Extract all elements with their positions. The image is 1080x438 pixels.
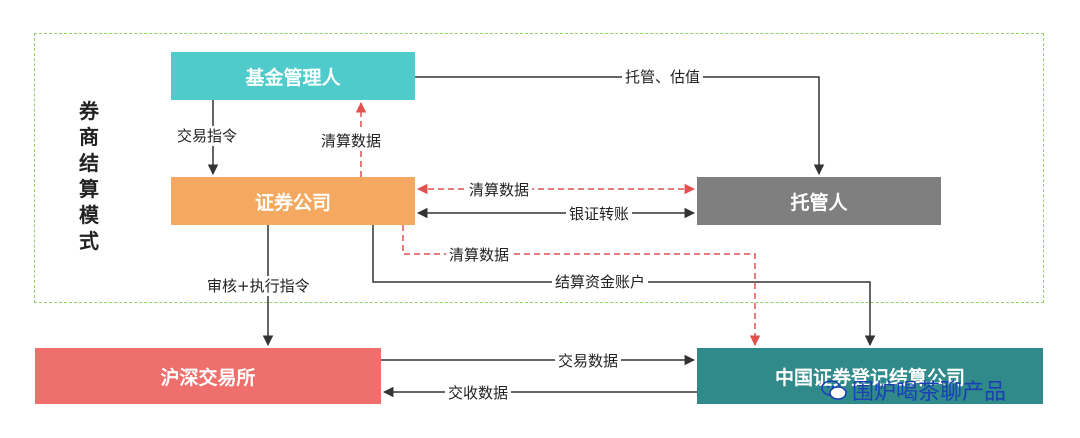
- broker-settlement-mode-frame: [34, 33, 1044, 303]
- label-settlement-account: 结算资金账户: [552, 272, 649, 292]
- label-delivery-data: 交收数据: [445, 383, 512, 403]
- edge-custody-valuation: [415, 76, 825, 176]
- wechat-icon: [821, 380, 847, 400]
- frame-label-char: 算: [79, 177, 99, 201]
- label-trade-data: 交易数据: [555, 351, 622, 371]
- edge-clearing-data-to-csdc: [402, 225, 761, 347]
- label-clearing-data-up: 清算数据: [318, 131, 385, 151]
- fund-manager-node: 基金管理人: [171, 52, 415, 100]
- label-bank-securities-transfer: 银证转账: [566, 204, 633, 224]
- frame-label-char: 模: [79, 203, 99, 227]
- csdc-node: 中国证券登记结算公司: [697, 348, 1043, 404]
- watermark-text: 围炉喝茶聊产品: [852, 380, 1007, 405]
- exchange-node: 沪深交易所: [35, 348, 381, 404]
- label-custody-valuation: 托管、估值: [622, 67, 704, 87]
- frame-label: 券 商 结 算 模 式: [74, 98, 104, 254]
- watermark: 围炉喝茶聊产品: [820, 374, 1006, 406]
- label-clearing-data-broker-custodian: 清算数据: [466, 180, 533, 200]
- frame-label-char: 商: [79, 125, 99, 149]
- broker-node: 证券公司: [171, 177, 415, 225]
- label-trade-order: 交易指令: [174, 126, 241, 146]
- frame-label-char: 结: [79, 151, 99, 175]
- label-clearing-data-to-csdc: 清算数据: [446, 245, 513, 265]
- frame-label-char: 券: [79, 99, 99, 123]
- custodian-node: 托管人: [697, 177, 941, 225]
- label-audit-execute: 审核+执行指令: [204, 276, 313, 296]
- frame-label-char: 式: [79, 229, 99, 253]
